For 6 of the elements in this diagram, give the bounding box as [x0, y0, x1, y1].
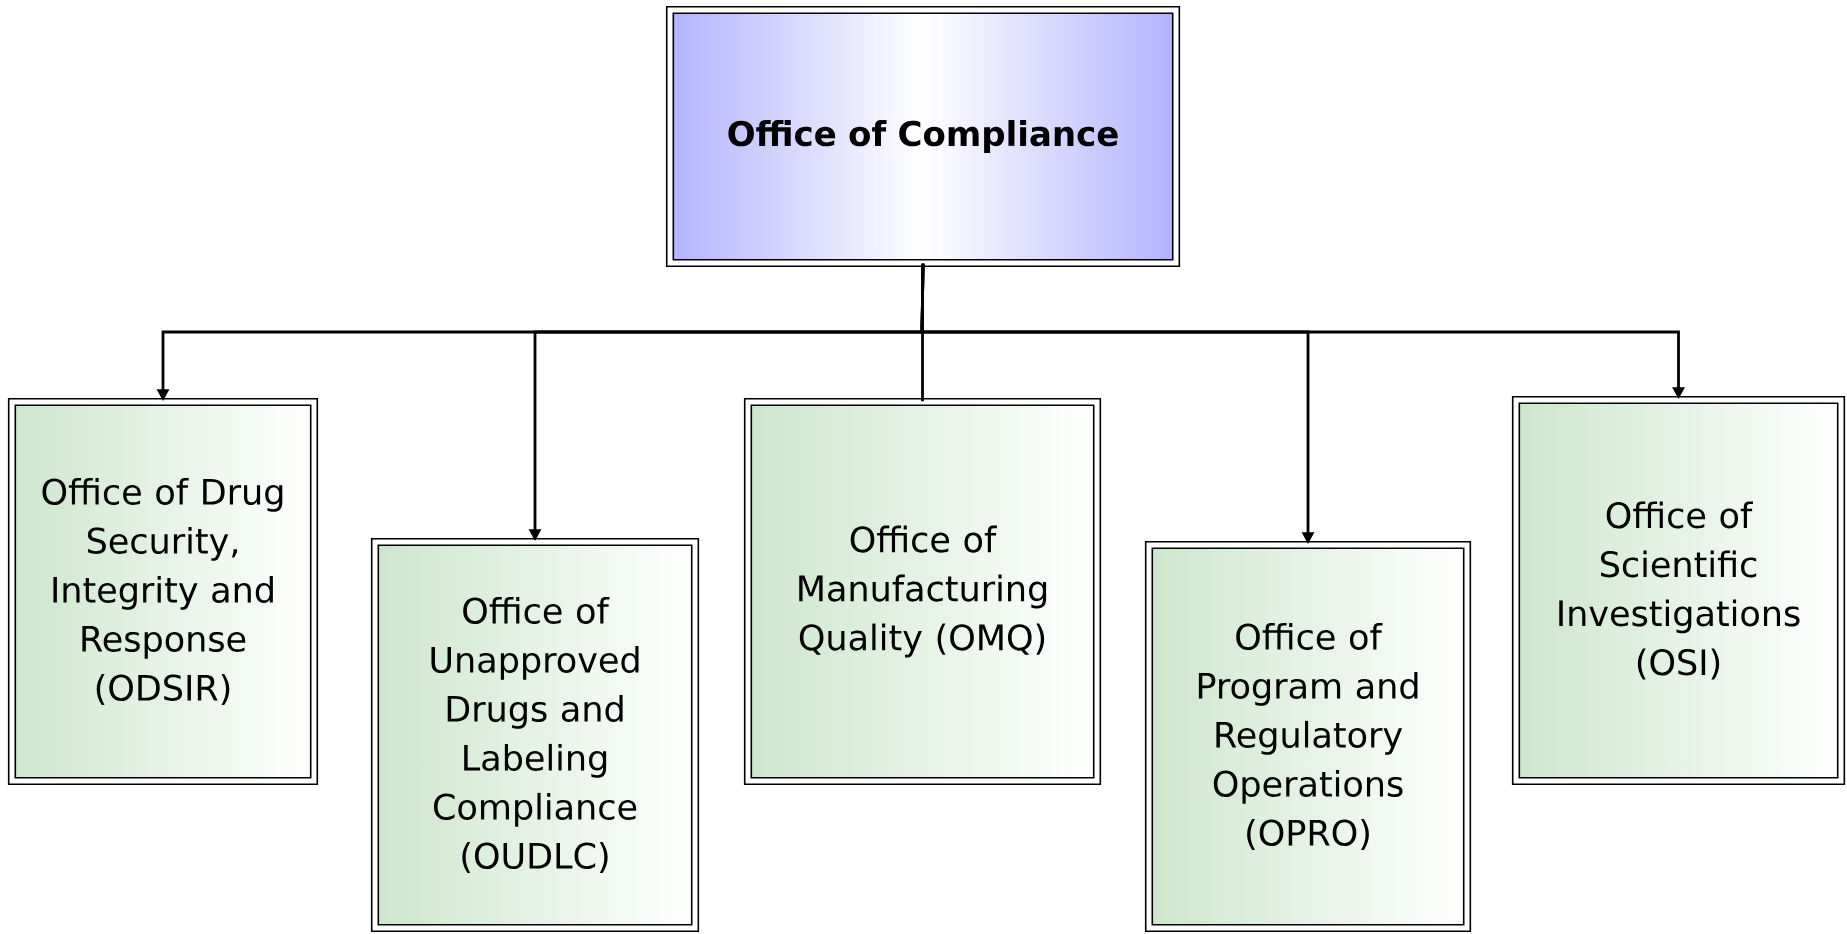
office-box: Office of Scientific Investigations (OSI) [1511, 395, 1846, 786]
office-box: Office of Program and Regulatory Operations (OPRO) [1144, 540, 1472, 933]
office-box: Office of Unapproved Drugs and Labeling Compliance (OUDLC) [370, 537, 700, 933]
office-box: Office of Drug Security, Integrity and Response (ODSIR) [7, 397, 319, 786]
office-box: Office of Manufacturing Quality (OMQ) [743, 397, 1102, 786]
title-box: Office of Compliance [665, 5, 1181, 268]
